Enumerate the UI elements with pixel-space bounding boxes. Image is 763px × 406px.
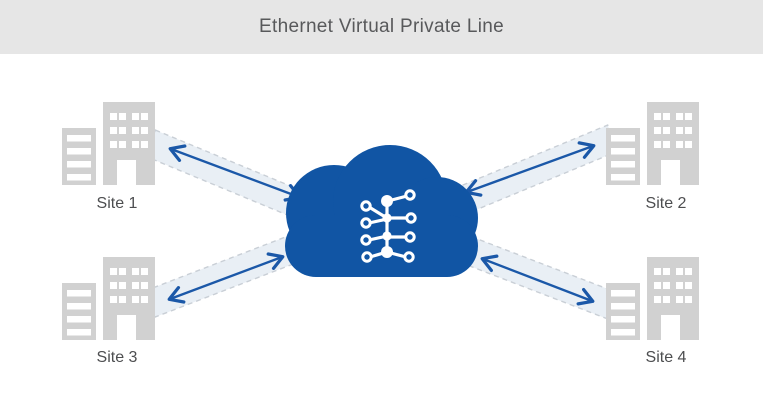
- bidirectional-arrow-icon: [168, 144, 302, 202]
- building-icon: [62, 102, 155, 185]
- building-icon: [62, 257, 155, 340]
- page-title: Ethernet Virtual Private Line: [259, 16, 504, 37]
- building-icon: [606, 102, 699, 185]
- site-1-label: Site 1: [96, 195, 138, 212]
- site-4-label: Site 4: [645, 349, 687, 366]
- bidirectional-arrow-icon: [480, 254, 595, 306]
- bidirectional-arrow-icon: [167, 252, 285, 304]
- network-nodes-icon: [360, 189, 417, 263]
- site-2-label: Site 2: [645, 195, 687, 212]
- site-3-label: Site 3: [96, 349, 138, 366]
- header-bar: Ethernet Virtual Private Line: [0, 0, 763, 54]
- building-icon: [606, 257, 699, 340]
- bidirectional-arrow-icon: [464, 141, 596, 197]
- cloud-icon: [285, 145, 478, 277]
